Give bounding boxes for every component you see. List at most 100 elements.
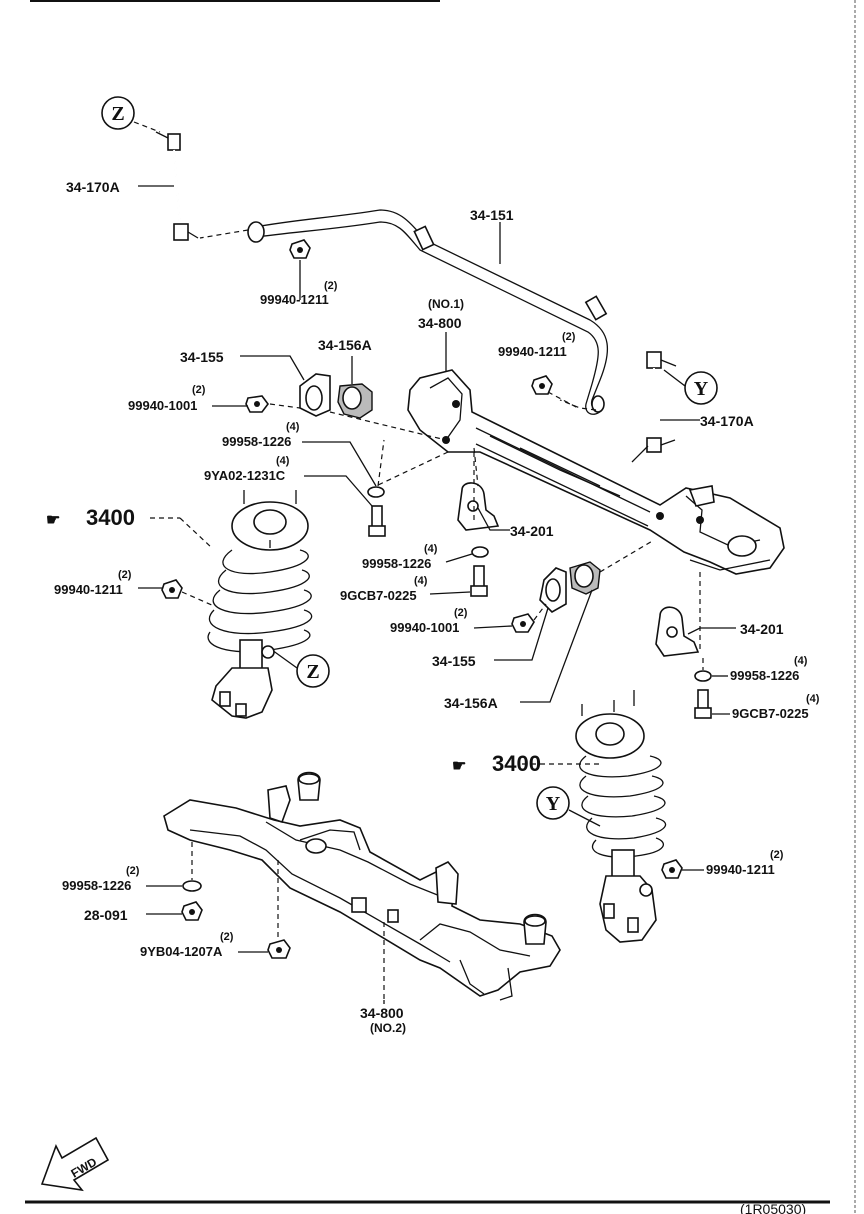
- leader-lines: [138, 185, 736, 1004]
- label-34-201-right: 34-201: [740, 621, 784, 637]
- washer-99958-1226-c: [694, 670, 712, 682]
- label-34-151: 34-151: [470, 207, 514, 223]
- pointer-3400-left-icon: ☛: [46, 512, 60, 529]
- y-right-leader: [663, 369, 686, 387]
- callout-y-bottom: Y: [546, 793, 561, 815]
- bushing-bracket-34-155-mid: [539, 567, 567, 613]
- label-99958-1226-a: 99958-1226: [222, 434, 291, 449]
- label-34-155-mid: 34-155: [432, 653, 476, 669]
- qty-99940-1001-top: (2): [192, 384, 206, 396]
- nut-99940-1001-mid: [511, 613, 535, 633]
- label-99940-1001-top: 99940-1001: [128, 398, 197, 413]
- qty-99940-1211-left: (2): [118, 569, 132, 581]
- qty-9YA02-1231C: (4): [276, 455, 290, 467]
- cm-link-dash-2: [375, 451, 449, 487]
- stabilizer-link-left: [155, 131, 199, 241]
- label-3400-left: 3400: [86, 505, 135, 530]
- label-34-156A-mid: 34-156A: [444, 695, 498, 711]
- label-34-170A-left: 34-170A: [66, 179, 120, 195]
- label-34-800-top: 34-800: [418, 315, 462, 331]
- label-99958-1226-c: 99958-1226: [730, 668, 799, 683]
- nut-left-dash: [181, 591, 215, 607]
- nut-99940-1211-mid: [531, 375, 553, 395]
- bushing-mid-dash: [599, 539, 655, 573]
- bushing-34-156A-mid: [569, 561, 601, 595]
- leader-bushing-top: [269, 403, 301, 409]
- label-99940-1001-mid: 99940-1001: [390, 620, 459, 635]
- bracket-34-201-right: [655, 606, 700, 657]
- leader-bar-right: [559, 399, 597, 411]
- label-9GCB7-0225-a: 9GCB7-0225: [340, 588, 417, 603]
- strut-assembly-left: [207, 490, 313, 719]
- washer-a-dash: [377, 439, 385, 487]
- label-99940-1211-mid: 99940-1211: [498, 344, 567, 359]
- washer-99958-1226-a: [367, 486, 385, 498]
- callout-z-mid: Z: [306, 661, 319, 683]
- strut-assembly-right: [575, 690, 667, 943]
- label-9YB04-1207A: 9YB04-1207A: [140, 944, 223, 959]
- label-34-800-bottom: 34-800: [360, 1005, 404, 1021]
- qty-99940-1001-mid: (2): [454, 607, 468, 619]
- callout-z-top: Z: [111, 103, 124, 125]
- label-34-155-top: 34-155: [180, 349, 224, 365]
- qty-99958-1226-d: (2): [126, 865, 140, 877]
- qty-99958-1226-c: (4): [794, 655, 808, 667]
- label-34-156A-top: 34-156A: [318, 337, 372, 353]
- callout-y-right: Y: [694, 378, 709, 400]
- z-top-leader: [133, 121, 161, 133]
- label-no2: (NO.2): [370, 1021, 406, 1035]
- label-28-091: 28-091: [84, 907, 128, 923]
- crossmember-no2: [163, 771, 561, 1001]
- z-mid-leader: [271, 649, 298, 669]
- footer-code: (1R05030): [740, 1201, 806, 1214]
- y-bottom-leader: [568, 809, 601, 827]
- callout-z-mid-circle: [296, 654, 330, 688]
- bolt-9GCB7-0225-a: [470, 565, 488, 597]
- qty-99940-1211-right: (2): [770, 849, 784, 861]
- qty-99958-1226-b: (4): [424, 543, 438, 555]
- qty-9YB04-1207A: (2): [220, 931, 234, 943]
- crossmember-no1: [407, 369, 785, 575]
- bolt-9YA02-1231C: [368, 505, 386, 537]
- leader-bushing-to-frame: [329, 411, 447, 441]
- bushing-34-156A-top: [337, 383, 373, 419]
- qty-9GCB7-0225-a: (4): [414, 575, 428, 587]
- nut-99940-1001-top: [245, 395, 269, 413]
- nut-mid-dash: [533, 603, 547, 621]
- qty-99958-1226-a: (4): [286, 421, 300, 433]
- bracket-34-201-mid: [457, 482, 500, 531]
- label-99958-1226-d: 99958-1226: [62, 878, 131, 893]
- callout-y-bottom-circle: [536, 786, 570, 820]
- fwd-arrow-icon: [40, 1136, 110, 1192]
- label-99940-1211-right: 99940-1211: [706, 862, 775, 877]
- nut-28-091: [181, 901, 203, 921]
- pointer-3400-right-icon: ☛: [452, 758, 466, 775]
- nut-99940-1211-top: [289, 239, 311, 259]
- callout-z-top-circle: [101, 96, 135, 130]
- nut-9YB04-1207A: [267, 939, 291, 959]
- qty-99940-1211-top: (2): [324, 280, 338, 292]
- label-9YA02-1231C: 9YA02-1231C: [204, 468, 286, 483]
- bushing-bracket-34-155-top: [299, 373, 331, 417]
- callout-y-right-circle: [684, 371, 718, 405]
- stabilizer-link-right: [631, 351, 677, 463]
- label-99940-1211-top: 99940-1211: [260, 292, 329, 307]
- leader-bar-left: [199, 229, 249, 239]
- label-9GCB7-0225-b: 9GCB7-0225: [732, 706, 809, 721]
- washer-99958-1226-d: [182, 880, 202, 892]
- bracket-mid-dash: [473, 447, 479, 487]
- washer-99958-1226-b: [471, 546, 489, 558]
- nut-99940-1211-right: [661, 859, 683, 879]
- qty-9GCB7-0225-b: (4): [806, 693, 820, 705]
- label-99940-1211-left: 99940-1211: [54, 582, 123, 597]
- label-34-201-mid: 34-201: [510, 523, 554, 539]
- bolt-9GCB7-0225-b: [694, 689, 712, 719]
- leader-nut-mid: [547, 391, 579, 409]
- stabilizer-bar: [247, 209, 609, 415]
- label-99958-1226-b: 99958-1226: [362, 556, 431, 571]
- label-34-170A-right: 34-170A: [700, 413, 754, 429]
- qty-99940-1211-mid: (2): [562, 331, 576, 343]
- label-3400-right: 3400: [492, 751, 541, 776]
- label-no1: (NO.1): [428, 297, 464, 311]
